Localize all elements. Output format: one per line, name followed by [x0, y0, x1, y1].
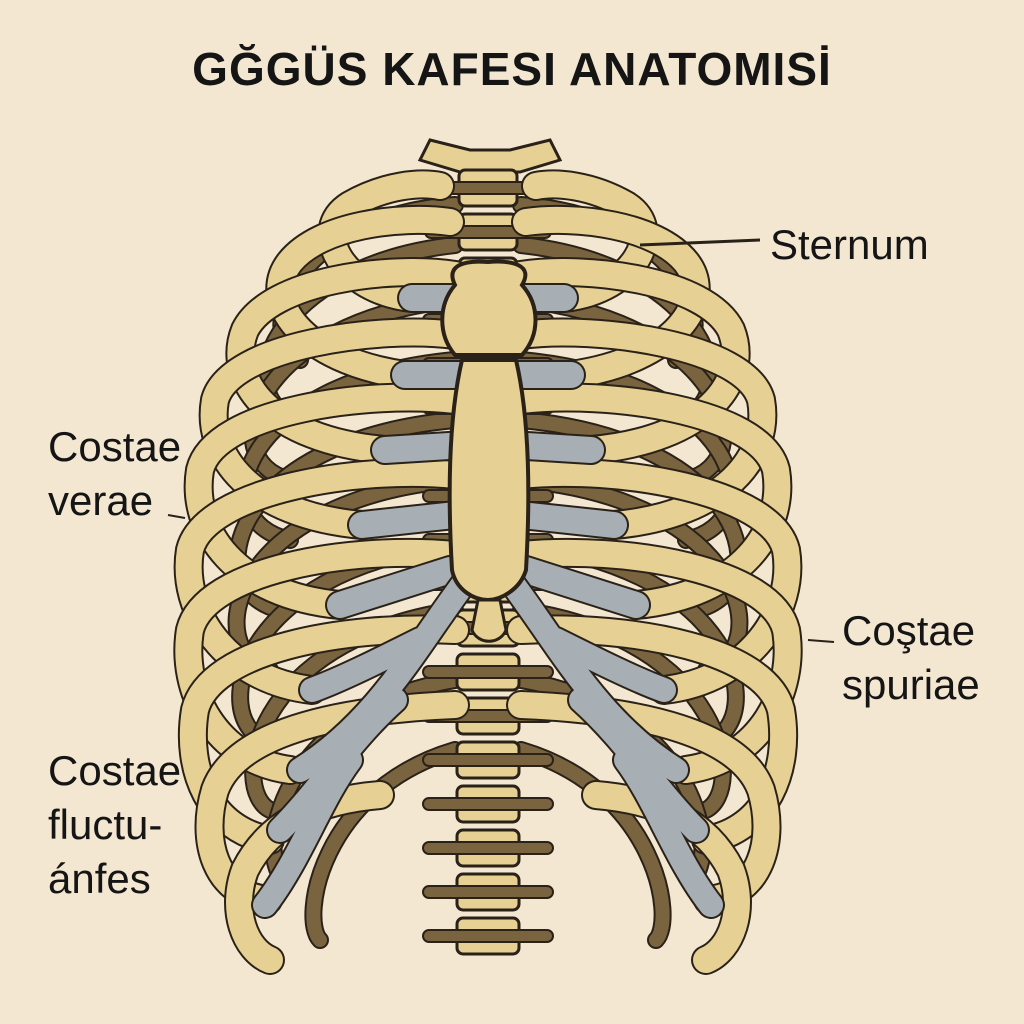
label-costae-verae-line2: verae [48, 477, 154, 524]
cartilage-left-5 [327, 557, 463, 618]
label-sternum: Sternum [770, 218, 929, 272]
xiphoid-process [470, 598, 508, 643]
anterior-rib-left-3 [227, 259, 468, 463]
sternum-bone [440, 259, 538, 643]
label-sternum-text: Sternum [770, 221, 929, 268]
costal-arch-right [494, 563, 723, 917]
cartilage-right-4 [508, 502, 627, 538]
transverse-process [422, 753, 554, 767]
label-costae-fluctuantes-line3: ánfes [48, 855, 151, 902]
leader-sternum [639, 238, 761, 247]
sternum-body [447, 358, 531, 603]
label-costae-spuriae-line1: Coştae [842, 607, 976, 654]
transverse-process [422, 885, 554, 899]
label-costae-fluctuantes-line1: Costae [48, 747, 182, 794]
anterior-rib-right-7 [508, 539, 801, 783]
posterior-rib-left-10 [306, 743, 462, 947]
label-costae-verae-line1: Costae [48, 423, 182, 470]
posterior-rib-right-10 [514, 743, 670, 947]
label-costae-spuriae: Coştae spuriae [842, 604, 980, 712]
anterior-rib-right-3 [508, 259, 749, 463]
label-leader-lines [167, 238, 835, 643]
label-costae-verae: Costae verae [48, 420, 181, 528]
transverse-process [422, 841, 554, 855]
label-costae-fluctuantes: Costae fluctu- ánfes [48, 744, 181, 906]
manubrium [440, 259, 538, 357]
transverse-process [422, 665, 554, 679]
atlas-vertebra [417, 138, 563, 174]
leader-costae-spuriae [807, 639, 835, 643]
label-costae-fluctuantes-line2: fluctu- [48, 801, 163, 848]
transverse-process [422, 929, 554, 943]
anterior-rib-left-7 [175, 539, 468, 783]
page-title: GĞGÜS KAFESI ANATOMISİ [192, 43, 832, 95]
cartilage-left-4 [349, 502, 468, 538]
costal-arch-left [253, 563, 482, 917]
cartilage-right-5 [513, 557, 649, 618]
label-costae-spuriae-line2: spuriae [842, 661, 980, 708]
transverse-process [422, 797, 554, 811]
leader-costae-verae [167, 514, 186, 519]
